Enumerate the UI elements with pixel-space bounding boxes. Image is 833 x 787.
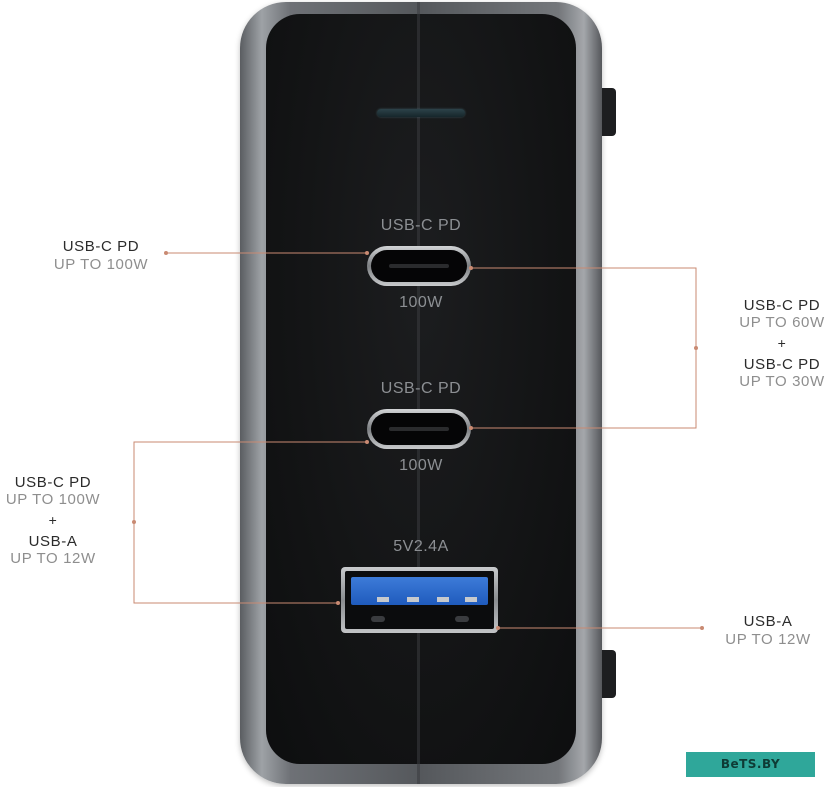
leader-right-bracket (471, 267, 697, 429)
port2-label: USB-C PD (380, 380, 462, 397)
callout-left-combo: USB-C PD UP TO 100W + USB-A UP TO 12W (0, 474, 106, 567)
callout-right-title-2: USB-C PD (743, 356, 821, 373)
callout-left-plus: + (48, 512, 58, 528)
plug-prong-bottom (602, 650, 616, 698)
callout-top-left-title: USB-C PD (62, 238, 140, 255)
callout-bottom-right-sub: UP TO 12W (725, 631, 811, 648)
port2-power: 100W (399, 457, 443, 474)
status-led (377, 109, 465, 117)
callout-left-title-1: USB-C PD (14, 474, 92, 491)
port3-label: 5V2.4A (393, 538, 449, 555)
callout-right-title-1: USB-C PD (743, 297, 821, 314)
shell-seam (417, 2, 420, 784)
plug-prong-top (602, 88, 616, 136)
port1-power: 100W (399, 294, 443, 311)
charger-face (266, 14, 576, 764)
usb-a-port (341, 567, 498, 633)
callout-right-sub-2: UP TO 30W (739, 373, 825, 390)
callout-top-left-sub: UP TO 100W (53, 256, 149, 273)
callout-left-title-2: USB-A (28, 533, 78, 550)
watermark-logo: BeTS.BY (686, 752, 815, 777)
callout-bottom-right: USB-A UP TO 12W (712, 613, 824, 649)
callout-right-plus: + (777, 335, 787, 351)
callout-right-combo: USB-C PD UP TO 60W + USB-C PD UP TO 30W (726, 297, 833, 390)
callout-top-left: USB-C PD UP TO 100W (36, 238, 166, 274)
port1-label: USB-C PD (380, 217, 462, 234)
usb-c-port-2 (367, 409, 471, 449)
callout-left-sub-2: UP TO 12W (10, 550, 96, 567)
usb-c-port-1 (367, 246, 471, 286)
leader-left-bracket (133, 441, 367, 604)
callout-left-sub-1: UP TO 100W (5, 491, 101, 508)
watermark-text: BeTS.BY (720, 757, 781, 771)
usb-a-tongue (351, 577, 488, 605)
callout-bottom-right-title: USB-A (743, 613, 793, 630)
callout-right-sub-1: UP TO 60W (739, 314, 825, 331)
